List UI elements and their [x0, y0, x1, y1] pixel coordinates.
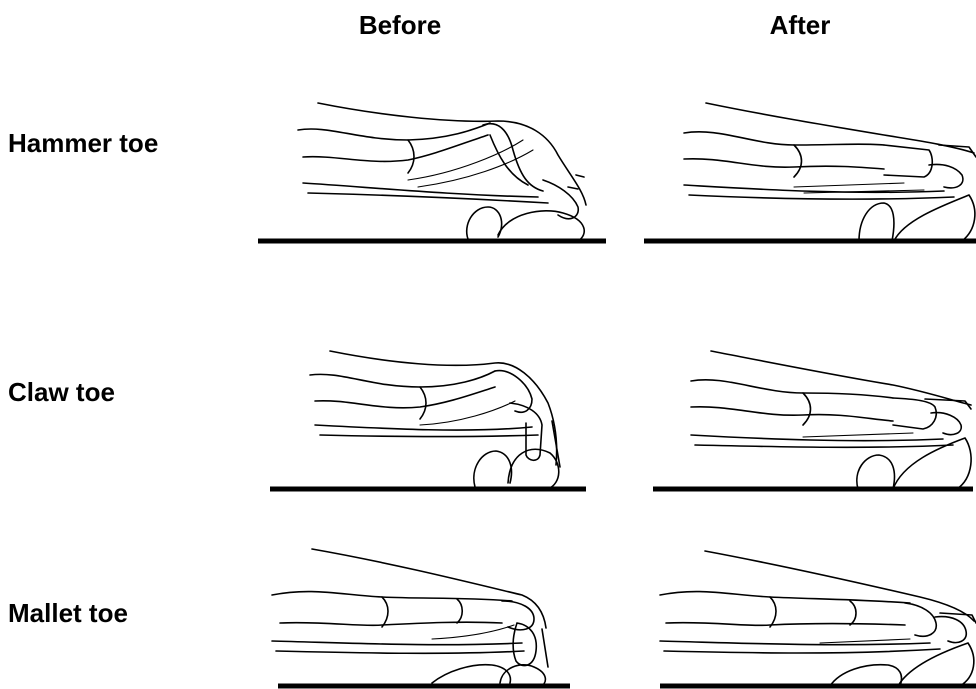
row-label-hammer-toe: Hammer toe: [8, 128, 158, 159]
hammer-toe-after-drawing: [644, 95, 976, 247]
claw-toe-before-illustration: [270, 343, 590, 495]
mallet-toe-after-drawing: [660, 543, 976, 689]
claw-toe-before-drawing: [270, 343, 590, 495]
column-header-after: After: [720, 10, 880, 41]
claw-toe-after-drawing: [653, 343, 976, 495]
mallet-toe-before-drawing: [272, 543, 572, 689]
claw-toe-after-illustration: [653, 343, 976, 495]
row-label-claw-toe: Claw toe: [8, 377, 115, 408]
column-header-before: Before: [310, 10, 490, 41]
row-label-mallet-toe: Mallet toe: [8, 598, 128, 629]
hammer-toe-before-illustration: [258, 95, 608, 247]
mallet-toe-before-illustration: [272, 543, 572, 689]
hammer-toe-before-drawing: [258, 95, 608, 247]
mallet-toe-after-illustration: [660, 543, 976, 689]
hammer-toe-after-illustration: [644, 95, 976, 247]
